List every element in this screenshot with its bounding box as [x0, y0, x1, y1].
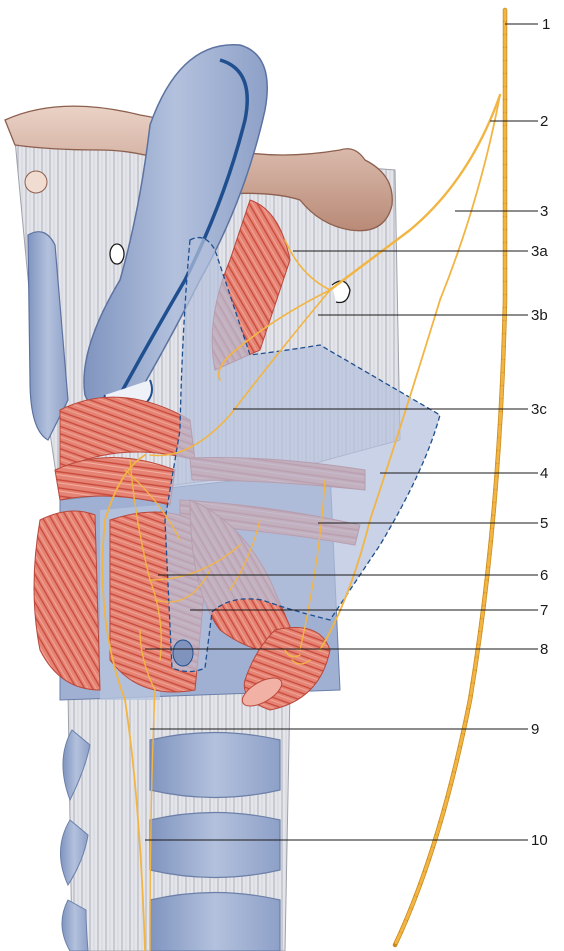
leader-lines — [145, 23, 538, 841]
label-3b: 3b — [531, 307, 548, 324]
label-3a: 3a — [531, 243, 548, 260]
nerves — [101, 7, 508, 951]
thyroid-cartilage — [27, 231, 351, 441]
label-7: 7 — [540, 602, 548, 619]
label-9: 9 — [531, 721, 539, 738]
label-6: 6 — [540, 567, 548, 584]
label-4: 4 — [540, 465, 548, 482]
trachea — [59, 689, 291, 951]
label-5: 5 — [540, 515, 548, 532]
label-1: 1 — [542, 16, 550, 33]
label-10: 10 — [531, 832, 548, 849]
label-3: 3 — [540, 203, 548, 220]
label-2: 2 — [540, 113, 548, 130]
label-8: 8 — [540, 641, 548, 658]
thyroid-lamina-overlay — [164, 236, 441, 673]
label-3c: 3c — [531, 401, 547, 418]
labels: 1 2 3 3a 3b 3c 4 5 6 7 8 9 10 — [531, 16, 550, 849]
